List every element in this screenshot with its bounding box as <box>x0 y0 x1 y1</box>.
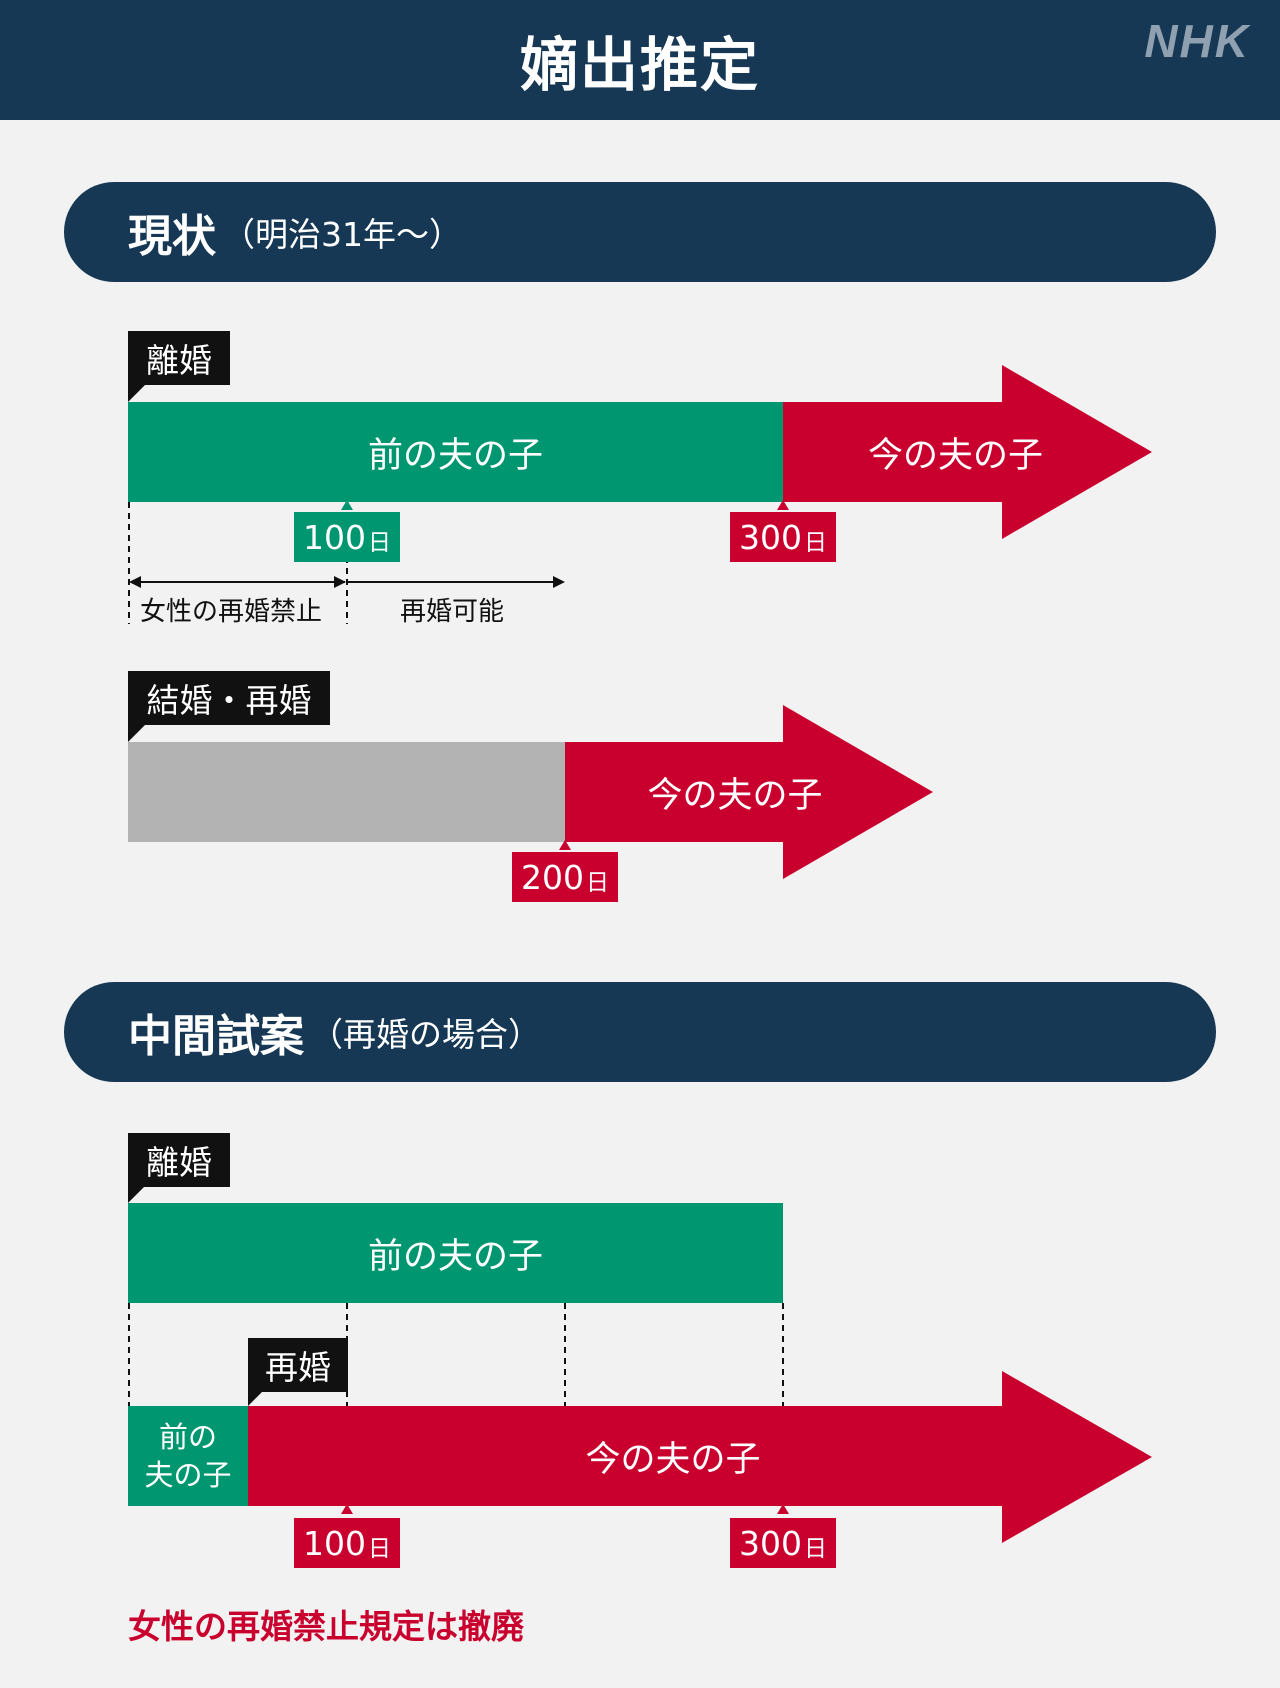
page-title: 嫡出推定 <box>519 31 760 99</box>
day200-unit: 日 <box>586 870 609 896</box>
prev-child-label: 前の夫の子 <box>367 435 543 476</box>
now-child-arrow-2 <box>565 705 933 879</box>
day100-unit-2: 日 <box>368 1536 391 1562</box>
ban-span-arrow-right <box>334 576 346 588</box>
marriage-tag-pointer <box>128 720 150 742</box>
prev-child-small-label: 前の 夫の子 <box>128 1406 248 1506</box>
remarriage-tag: 再婚 <box>248 1338 348 1392</box>
section-proposal-title-main: 中間試案 <box>128 1011 304 1062</box>
now-child-arrow <box>783 365 1152 539</box>
now-child-label-3: 今の夫の子 <box>585 1439 761 1480</box>
section-proposal-title-sub: （再婚の場合） <box>310 1015 541 1054</box>
nhk-logo: NHK <box>1144 15 1250 67</box>
prev-child-small-line1: 前の <box>158 1420 217 1454</box>
day300-unit: 日 <box>804 530 827 556</box>
section-current-title-main: 現状 <box>128 211 216 262</box>
ban-span-arrow-left <box>129 576 141 588</box>
gray-bar <box>128 742 565 842</box>
now-child-arrow-3 <box>248 1371 1152 1543</box>
day100-marker-2 <box>341 1504 353 1514</box>
day300-value-2: 300 <box>739 1523 802 1563</box>
day300-marker-2 <box>777 1504 789 1514</box>
now-child-label-2: 今の夫の子 <box>647 775 823 816</box>
prev-child-label-2: 前の夫の子 <box>367 1236 543 1277</box>
section-current-header <box>64 182 1216 282</box>
section-proposal-header <box>64 982 1216 1082</box>
divorce-tag-pointer <box>128 380 150 402</box>
prev-child-bar-2 <box>128 1203 783 1303</box>
marriage-tag: 結婚・再婚 <box>128 671 330 725</box>
section-current-title-sub: （明治31年〜） <box>222 215 462 254</box>
divorce-tag-2: 離婚 <box>128 1133 230 1187</box>
day300-value: 300 <box>739 517 802 557</box>
allowed-label: 再婚可能 <box>400 597 505 627</box>
now-child-label: 今の夫の子 <box>867 435 1043 476</box>
day300-marker <box>777 500 789 510</box>
abolition-note: 女性の再婚禁止規定は撤廃 <box>128 1607 524 1646</box>
allowed-span-arrow-right <box>553 576 565 588</box>
divorce-tag: 離婚 <box>128 331 230 385</box>
section-proposal-title: 中間試案 （再婚の場合） <box>128 982 541 1082</box>
day200-value: 200 <box>521 857 584 897</box>
day200-marker <box>559 840 571 850</box>
header-bar <box>0 0 1280 120</box>
section-current-title: 現状 （明治31年〜） <box>128 182 462 282</box>
prev-child-bar <box>128 402 783 502</box>
prev-child-small-bar <box>128 1406 248 1506</box>
ban-label: 女性の再婚禁止 <box>140 597 323 627</box>
day100-value-2: 100 <box>303 1523 366 1563</box>
prev-child-small-line2: 夫の子 <box>144 1458 232 1492</box>
day100-unit: 日 <box>368 530 391 556</box>
day300-unit-2: 日 <box>804 1536 827 1562</box>
day100-value: 100 <box>303 517 366 557</box>
day100-marker <box>341 500 353 510</box>
